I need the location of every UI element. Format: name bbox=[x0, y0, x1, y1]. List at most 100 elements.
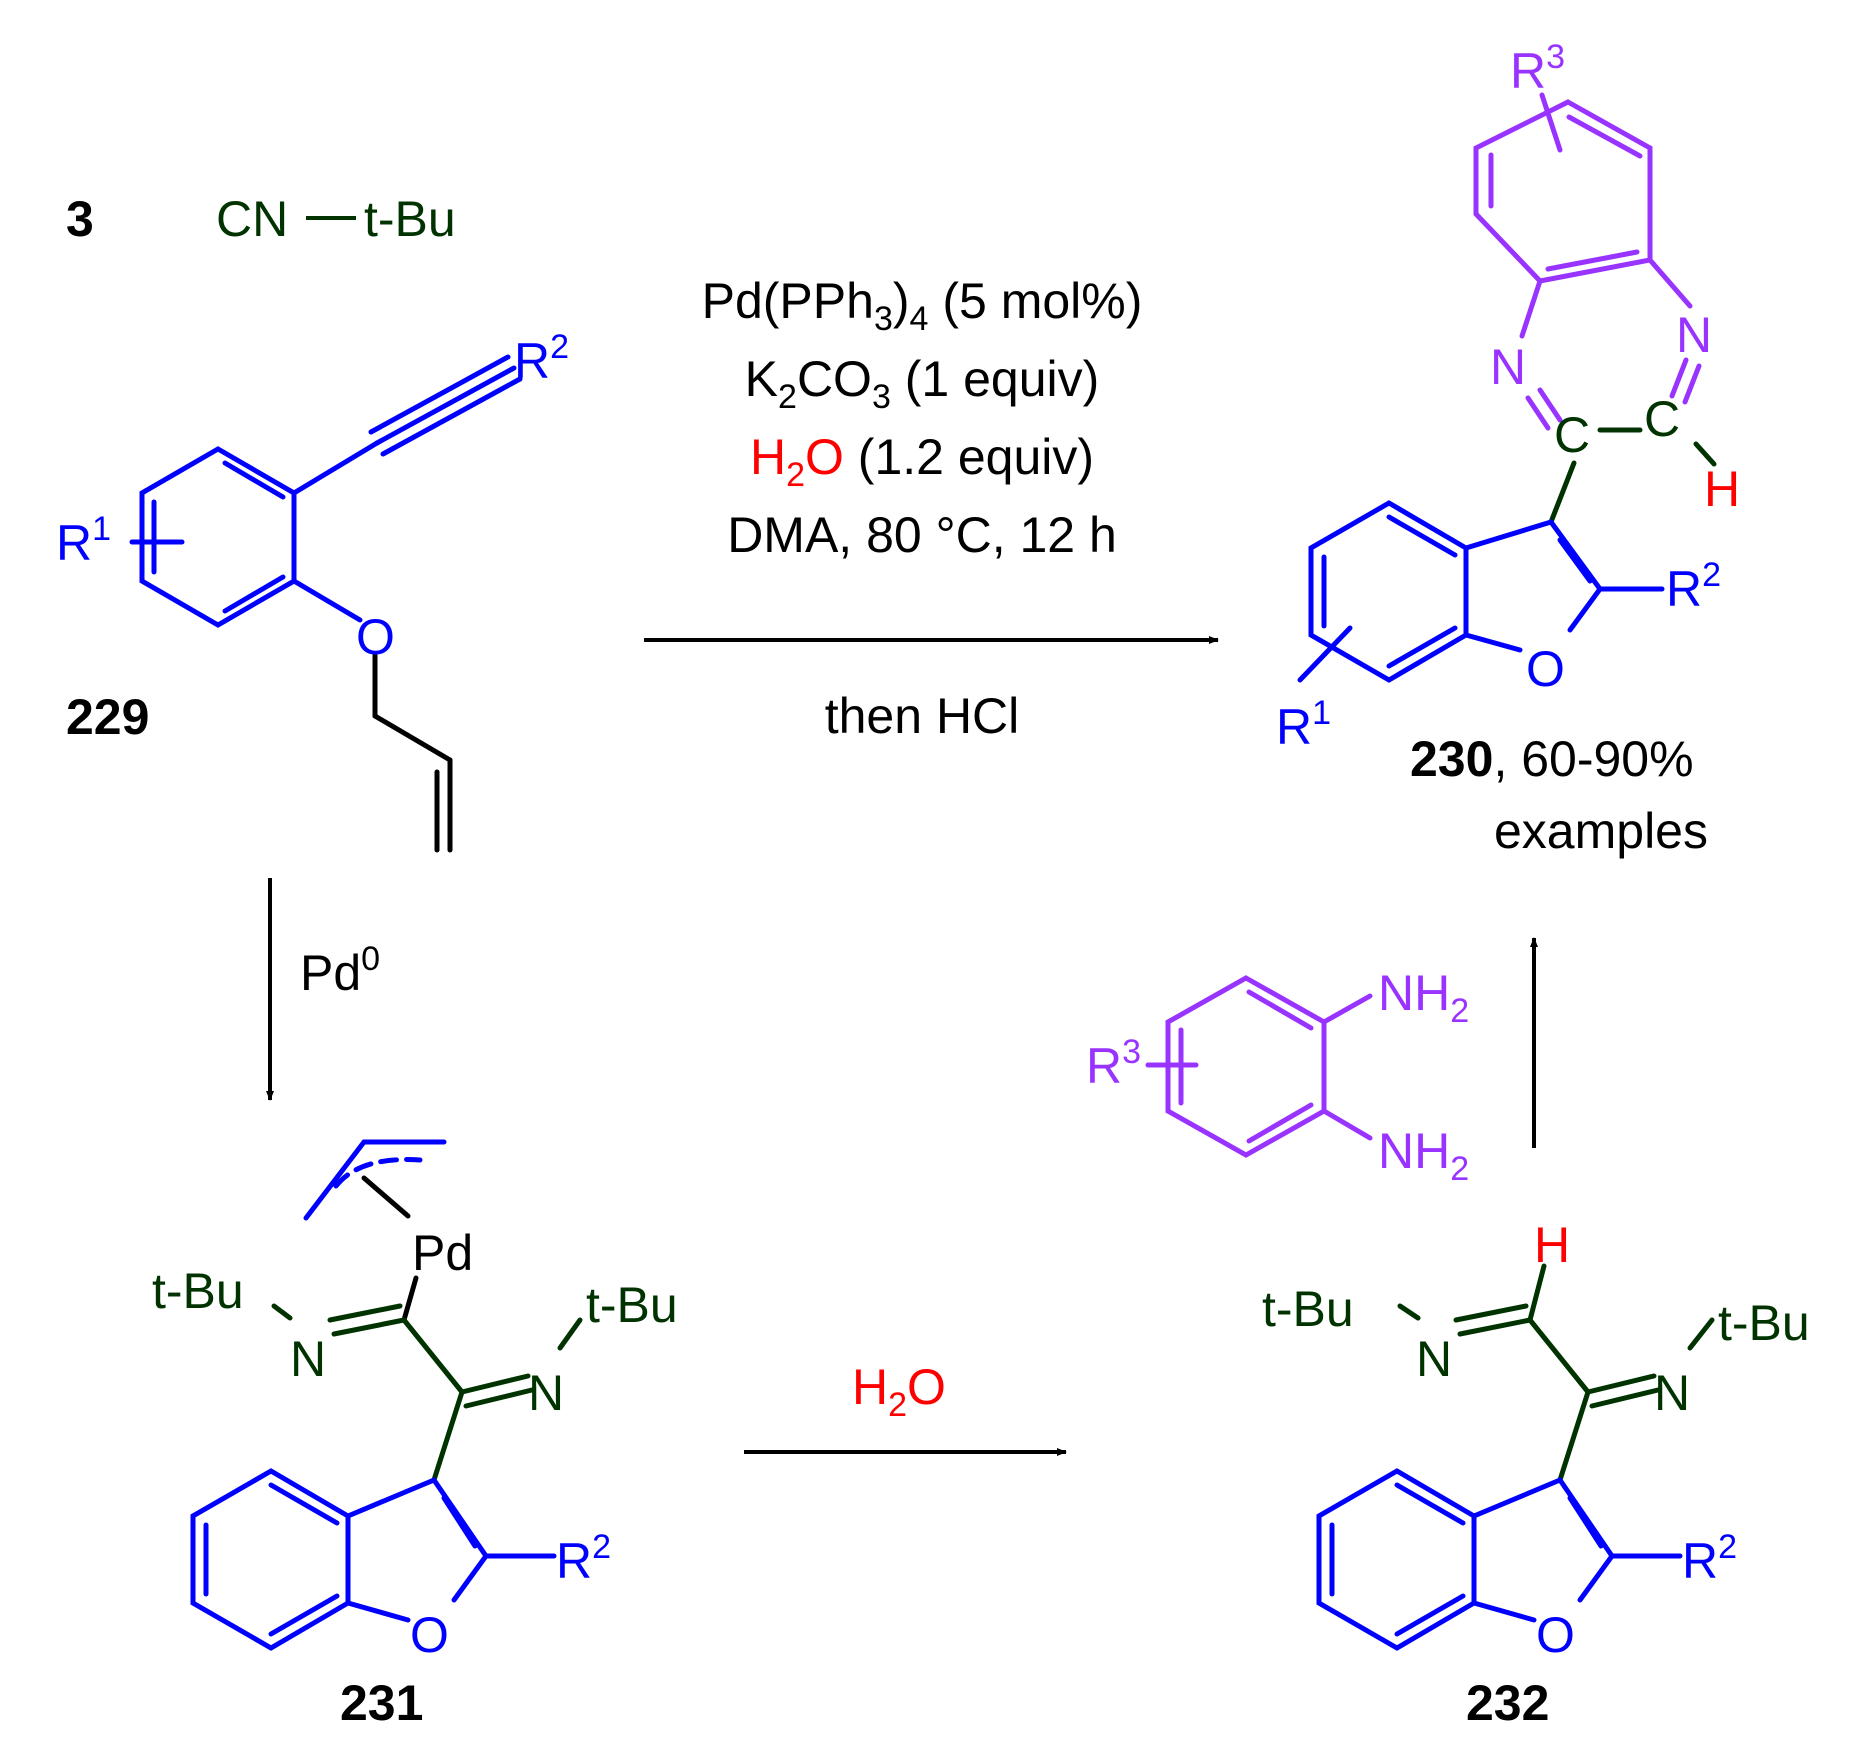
aromatic-inner-bond bbox=[222, 574, 286, 614]
imine-bond bbox=[1682, 363, 1702, 405]
condition-catalyst: Pd(PPh3)4 (5 mol%) bbox=[702, 273, 1143, 338]
nh2-bond bbox=[1321, 1108, 1373, 1141]
alkyne-bond bbox=[291, 440, 380, 496]
furan-double-bond bbox=[441, 1495, 478, 1549]
reaction-conditions: Pd(PPh3)4 (5 mol%) K2CO3 (1 equiv) H2O (… bbox=[644, 273, 1219, 744]
aromatic-inner-bond bbox=[1386, 625, 1458, 669]
allyl-delocalization bbox=[333, 1157, 423, 1189]
aromatic-inner-bond bbox=[268, 1482, 340, 1526]
ring-n-bond bbox=[1647, 257, 1693, 309]
furan-double-bond bbox=[1557, 537, 1593, 584]
imine-bond bbox=[1453, 1303, 1529, 1323]
n-tbu-bond bbox=[557, 1317, 583, 1351]
aromatic-inner-bond bbox=[1246, 1102, 1314, 1144]
water-label: H2O bbox=[852, 1359, 946, 1424]
r2-label-229: R2 bbox=[514, 328, 569, 389]
imine-bond bbox=[327, 1303, 403, 1323]
c-h-bond bbox=[1693, 441, 1717, 467]
ring-n-bond bbox=[1519, 278, 1543, 339]
aromatic-inner-bond bbox=[1545, 249, 1640, 272]
r2-label-230: R2 bbox=[1666, 556, 1721, 617]
allyl-bond-231 bbox=[303, 1139, 367, 1221]
o-phenylenediamine bbox=[1145, 975, 1373, 1158]
nh2-bond bbox=[1321, 993, 1373, 1025]
c-benzofuran-bond bbox=[1548, 460, 1577, 525]
imine-bond bbox=[1457, 1317, 1533, 1337]
allyl-pd-bond bbox=[361, 1175, 411, 1219]
aromatic-inner-bond bbox=[1246, 989, 1314, 1031]
n-tbu-bond bbox=[1687, 1317, 1715, 1351]
aromatic-inner-bond bbox=[1566, 114, 1643, 159]
tbu-right-232: t-Bu bbox=[1718, 1295, 1810, 1351]
benzene-ring-230 bbox=[1308, 500, 1469, 683]
isocyanide-cn: CN bbox=[216, 191, 288, 247]
furan-bond bbox=[451, 1553, 489, 1603]
hydrogen-230: H bbox=[1704, 461, 1740, 517]
furan-bond bbox=[1463, 519, 1554, 551]
oxygen-229: O bbox=[356, 609, 395, 665]
nh2-label-top: NH2 bbox=[1378, 965, 1469, 1030]
benzene-ring-232 bbox=[1316, 1468, 1477, 1651]
nitrogen-230-left: N bbox=[1490, 339, 1526, 395]
oxygen-231: O bbox=[410, 1607, 449, 1663]
condition-workup: then HCl bbox=[825, 688, 1020, 744]
aromatic-inner-bond bbox=[1394, 1593, 1466, 1637]
compound-230-yield: 230, 60-90% bbox=[1410, 731, 1694, 787]
c-h-bond bbox=[1527, 1263, 1547, 1323]
furan-bond bbox=[431, 1477, 489, 1559]
carbon-230-left: C bbox=[1554, 407, 1590, 463]
tbu-right-231: t-Bu bbox=[586, 1277, 678, 1333]
alkyne-bond bbox=[380, 376, 523, 457]
condition-water: H2O (1.2 equiv) bbox=[750, 429, 1094, 494]
aromatic-inner-bond bbox=[1386, 514, 1458, 558]
compound-231-structure bbox=[190, 1139, 583, 1651]
furan-bond bbox=[1557, 1477, 1615, 1559]
imine-bond bbox=[459, 1373, 531, 1395]
furan-bond bbox=[1548, 519, 1603, 592]
compound-231-label: 231 bbox=[340, 1675, 423, 1731]
furan-bond bbox=[345, 1600, 411, 1623]
hydrogen-232: H bbox=[1534, 1217, 1570, 1273]
furan-bond bbox=[1463, 632, 1523, 653]
benzene-ring-231 bbox=[190, 1468, 351, 1651]
pd-c-bond bbox=[401, 1275, 419, 1323]
condition-base: K2CO3 (1 equiv) bbox=[745, 351, 1100, 416]
r3-bond bbox=[1539, 92, 1563, 153]
furan-bond bbox=[1471, 1600, 1537, 1623]
furan-bond bbox=[1471, 1477, 1563, 1519]
r1-label-230: R1 bbox=[1276, 694, 1331, 755]
tbu-left-232: t-Bu bbox=[1262, 1281, 1354, 1337]
furan-bond bbox=[1567, 586, 1603, 633]
furan-bond bbox=[1577, 1553, 1615, 1603]
nitrogen-left-232: N bbox=[1416, 1331, 1452, 1387]
c-c-bond bbox=[1527, 1317, 1591, 1395]
n-tbu-bond bbox=[1397, 1303, 1421, 1321]
r1-label-229: R1 bbox=[56, 510, 111, 571]
compound-230-examples: examples bbox=[1494, 803, 1708, 859]
r2-label-231: R2 bbox=[556, 1528, 611, 1589]
c-c-bond bbox=[401, 1317, 465, 1395]
r1-bond-230 bbox=[1297, 625, 1353, 683]
alkyne-bond bbox=[374, 365, 517, 446]
allyl-bond bbox=[372, 713, 453, 763]
condition-solvent-temp: DMA, 80 °C, 12 h bbox=[727, 507, 1117, 563]
r3-label-230: R3 bbox=[1510, 38, 1565, 99]
r3-label-diamine: R3 bbox=[1086, 1033, 1141, 1094]
alkyne-bond bbox=[368, 354, 511, 435]
imine-bond bbox=[1669, 357, 1689, 399]
aromatic-inner-bond bbox=[1394, 1482, 1466, 1526]
compound-232-structure bbox=[1316, 1263, 1715, 1651]
imine-bond bbox=[1589, 1387, 1661, 1409]
compound-229-label: 229 bbox=[66, 689, 149, 745]
c-benzofuran-bond bbox=[1557, 1389, 1591, 1483]
imine-bond bbox=[1525, 395, 1551, 431]
nitrogen-right-231: N bbox=[528, 1365, 564, 1421]
pd0-label: Pd0 bbox=[300, 940, 380, 1001]
imine-bond bbox=[463, 1387, 535, 1409]
aromatic-inner-bond bbox=[222, 460, 286, 500]
furan-double-bond bbox=[1567, 1495, 1604, 1549]
nitrogen-right-232: N bbox=[1654, 1365, 1690, 1421]
oxygen-232: O bbox=[1536, 1607, 1575, 1663]
nh2-label-bottom: NH2 bbox=[1378, 1123, 1469, 1188]
